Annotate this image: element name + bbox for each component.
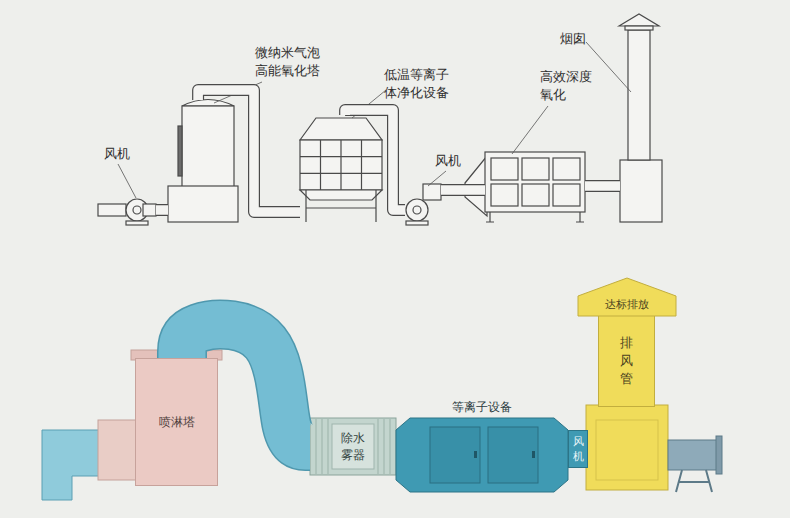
tower-cap [182,100,234,107]
node-label: 烟囱 [560,30,600,48]
chimney-stack [628,30,650,160]
node-label: 高效深度 氧化 [540,68,600,104]
node-label: 喷淋塔 [147,414,207,431]
node-label: 达标排放 [578,297,676,312]
purifier-hopper [300,190,382,200]
fan-outlet [143,204,156,216]
inlet-duct [42,430,100,500]
exhaust-panel [596,420,658,480]
node-label: 除水 雾器 [339,430,367,464]
chimney-collar [625,26,653,30]
discharge-roof: 达标排放 [578,278,676,316]
tower-strip [178,126,182,176]
access-panel [430,427,480,483]
demister: 除水 雾器 [310,418,396,475]
access-panel [474,451,477,458]
fan-base [126,221,148,225]
inlet-pipe [98,204,126,216]
oxidation-panel [553,158,580,180]
fan-unit: 风机 [405,183,441,225]
demister-body [310,418,396,475]
fan-housing [406,199,428,221]
connector-line [441,185,485,195]
purifier-body [300,140,382,190]
node-shape [396,418,568,492]
deep-oxidation-unit: 高效深度 氧化 [485,152,585,222]
node-outline [396,418,568,492]
node-shape [578,278,676,316]
oxidation-body [485,152,585,212]
connector-outline [345,110,405,210]
node-label: 排风管 [619,334,634,388]
demister-slats [316,419,390,474]
pipe-connector [156,209,168,210]
node-label: 风机 [572,434,584,464]
fan-hub [413,206,421,214]
purifier-grid [300,140,382,190]
fan-base [406,221,428,225]
connector-line [156,205,168,215]
tower-base [168,186,238,222]
demister-panel [332,424,374,469]
pipe-connector [345,110,405,210]
inlet-flange [98,420,138,480]
connector-outline [156,204,168,216]
plasma-purifier: 低温等离子 体净化设备 [300,115,382,223]
connector-outline [198,90,300,212]
oxidation-panel [522,184,549,206]
outlet-stand [676,470,712,492]
oxidation-panel [522,158,549,180]
chimney-base [620,160,662,222]
access-panel [532,451,535,458]
purifier-roof [300,118,382,140]
oxidation-tower: 微纳米气泡 高能氧化塔 [168,100,238,222]
oxidation-panel [553,184,580,206]
pipe-connector [441,190,485,191]
connector-outline [585,180,620,192]
node-label: 低温等离子 体净化设备 [384,66,458,102]
pipe-connector [198,90,300,212]
node-label: 微纳米气泡 高能氧化塔 [255,44,329,80]
exhaust-base [586,405,668,490]
connector-outline [441,184,485,196]
pipe-connector [585,186,620,187]
leader-lines [118,42,631,198]
access-panel [488,427,538,483]
outlet-flange [716,436,722,474]
connector-line [198,90,300,212]
chimney-cap [619,14,659,26]
outlet-duct [668,440,718,470]
plasma-unit: 等离子设备 [396,418,568,492]
chimney: 烟囱 [620,14,662,222]
node-label: 风机 [435,152,475,170]
spray-tower: 喷淋塔 [135,358,218,486]
node-label: 等离子设备 [396,399,568,416]
connector-line [585,181,620,191]
connector-line [345,110,405,210]
purifier-legs [306,190,376,222]
oxidation-legs [486,212,584,222]
fan-unit: 风机 [120,195,156,225]
tower-body [182,106,234,188]
node-label: 风机 [104,145,144,163]
oxidation-panel [491,184,518,206]
exhaust-stack: 排风管 [598,315,655,407]
fan-hub [133,206,141,214]
oxidation-panel [491,158,518,180]
fan-unit: 风机 [568,430,588,468]
fan-outlet [423,184,441,200]
